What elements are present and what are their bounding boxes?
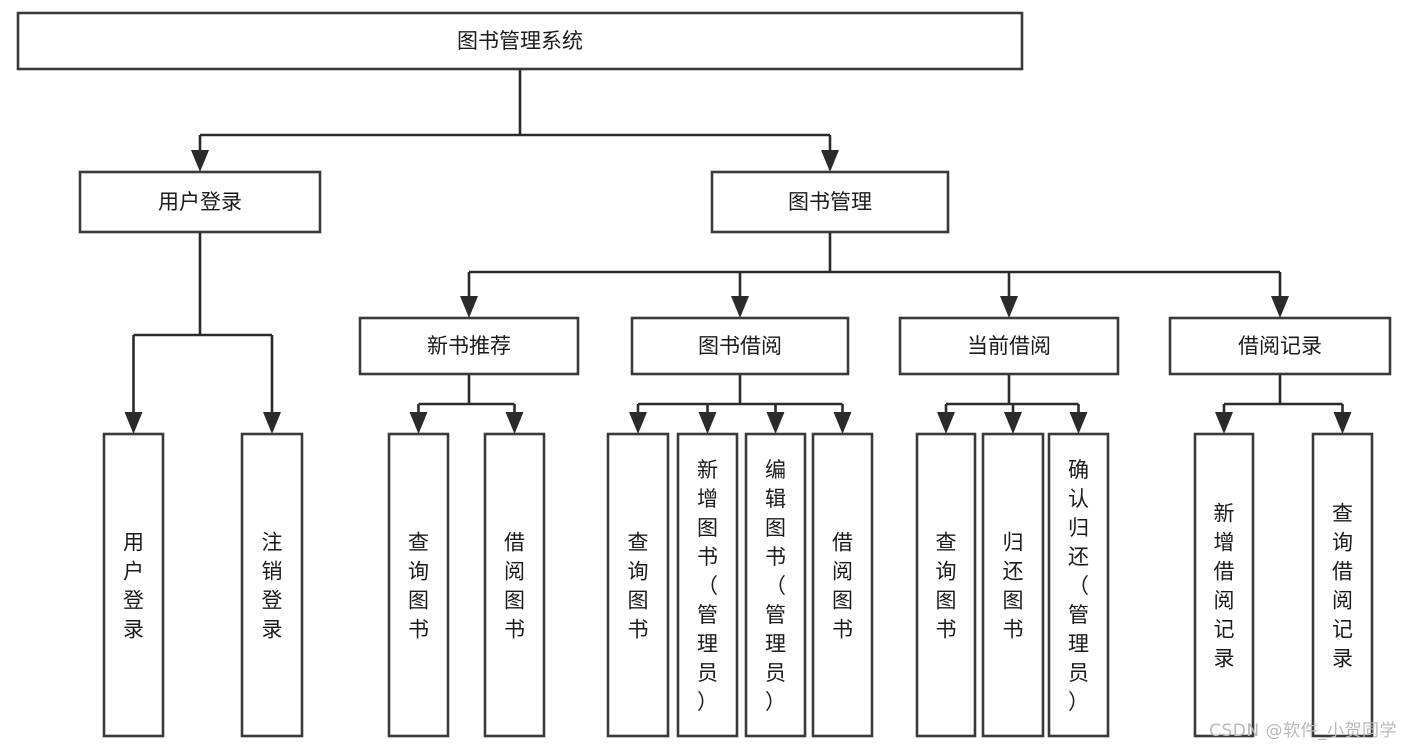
node-box xyxy=(102,432,165,738)
arrow-head-icon xyxy=(629,412,647,434)
node-box xyxy=(915,432,977,738)
node-leaf-borrow-book-2[interactable]: 借阅图书 xyxy=(811,432,874,738)
node-leaf-query-book-1[interactable]: 查询图书 xyxy=(387,432,450,738)
arrow-head-icon xyxy=(1000,296,1018,318)
node-label: 新增借阅记录 xyxy=(1214,502,1235,671)
node-borrow-record[interactable]: 借阅记录 xyxy=(1168,316,1392,376)
node-box xyxy=(1047,432,1110,738)
node-leaf-add-record[interactable]: 新增借阅记录 xyxy=(1193,432,1255,738)
node-leaf-borrow-book-1[interactable]: 借阅图书 xyxy=(483,432,546,738)
node-leaf-edit-book[interactable]: 编辑图书（管理员） xyxy=(744,432,807,738)
edge-group-new-book-rec xyxy=(409,374,524,434)
node-box xyxy=(981,432,1045,738)
node-current-borrow[interactable]: 当前借阅 xyxy=(898,316,1120,376)
node-box xyxy=(78,170,322,234)
arrow-head-icon xyxy=(460,296,478,318)
node-label: 查询图书 xyxy=(628,531,649,642)
node-label: 当前借阅 xyxy=(967,334,1051,358)
arrow-head-icon xyxy=(1004,412,1022,434)
node-book-borrow[interactable]: 图书借阅 xyxy=(630,316,850,376)
node-box xyxy=(387,432,450,738)
arrow-head-icon xyxy=(698,412,717,434)
arrow-head-icon xyxy=(731,296,749,318)
node-label: 图书管理系统 xyxy=(457,29,583,53)
node-user-login[interactable]: 用户登录 xyxy=(78,170,322,234)
node-label: 借阅图书 xyxy=(504,531,525,642)
arrow-head-icon xyxy=(505,412,524,434)
edge-group-root xyxy=(191,69,839,172)
node-box xyxy=(606,432,670,738)
node-box xyxy=(16,11,1024,71)
node-label: 图书借阅 xyxy=(698,334,782,358)
node-leaf-query-book-2[interactable]: 查询图书 xyxy=(606,432,670,738)
node-leaf-confirm-return[interactable]: 确认归还（管理员） xyxy=(1047,432,1110,738)
node-label: 用户登录 xyxy=(123,531,144,642)
node-label: 编辑图书（管理员） xyxy=(765,458,786,714)
nodes-layer: 图书管理系统用户登录图书管理新书推荐图书借阅当前借阅借阅记录用户登录注销登录查询… xyxy=(16,11,1392,738)
node-box xyxy=(240,432,304,738)
node-label: 查询图书 xyxy=(408,531,429,642)
node-label: 借阅记录 xyxy=(1238,334,1322,358)
node-label: 新增图书（管理员） xyxy=(697,458,718,714)
edge-group-book-manage xyxy=(460,232,1289,318)
arrow-head-icon xyxy=(833,412,852,434)
node-box xyxy=(1311,432,1374,738)
connectors-layer xyxy=(124,69,1352,434)
node-leaf-user-login[interactable]: 用户登录 xyxy=(102,432,165,738)
node-label: 注销登录 xyxy=(262,531,283,642)
arrow-head-icon xyxy=(937,412,955,434)
arrow-head-icon xyxy=(409,412,428,434)
node-box xyxy=(811,432,874,738)
node-leaf-query-record[interactable]: 查询借阅记录 xyxy=(1311,432,1374,738)
node-label: 借阅图书 xyxy=(832,531,853,642)
node-box xyxy=(676,432,739,738)
node-label: 新书推荐 xyxy=(427,334,511,358)
node-label: 用户登录 xyxy=(158,190,242,214)
node-box xyxy=(898,316,1120,376)
edge-group-user-login xyxy=(124,232,281,434)
arrow-head-icon xyxy=(1271,296,1289,318)
arrow-head-icon xyxy=(1215,412,1233,434)
arrow-head-icon xyxy=(124,412,143,434)
node-label: 查询图书 xyxy=(936,531,957,642)
node-book-manage[interactable]: 图书管理 xyxy=(710,170,950,234)
arrow-head-icon xyxy=(1069,412,1088,434)
node-root[interactable]: 图书管理系统 xyxy=(16,11,1024,71)
node-label: 查询借阅记录 xyxy=(1332,502,1353,671)
node-box xyxy=(710,170,950,234)
node-label: 图书管理 xyxy=(788,190,872,214)
node-leaf-return-book[interactable]: 归还图书 xyxy=(981,432,1045,738)
node-new-book-rec[interactable]: 新书推荐 xyxy=(358,316,580,376)
node-label: 归还图书 xyxy=(1003,531,1024,642)
node-box xyxy=(1168,316,1392,376)
node-leaf-query-book-3[interactable]: 查询图书 xyxy=(915,432,977,738)
node-box xyxy=(1193,432,1255,738)
edge-group-book-borrow xyxy=(629,374,852,434)
edge-group-current-borrow xyxy=(937,374,1088,434)
node-box xyxy=(630,316,850,376)
node-box xyxy=(358,316,580,376)
arrow-head-icon xyxy=(766,412,785,434)
node-box xyxy=(483,432,546,738)
arrow-head-icon xyxy=(191,150,209,172)
arrow-head-icon xyxy=(1333,412,1352,434)
edge-group-borrow-record xyxy=(1215,374,1352,434)
node-box xyxy=(744,432,807,738)
node-leaf-add-book[interactable]: 新增图书（管理员） xyxy=(676,432,739,738)
node-leaf-logout[interactable]: 注销登录 xyxy=(240,432,304,738)
arrow-head-icon xyxy=(821,150,839,172)
node-label: 确认归还（管理员） xyxy=(1068,458,1089,714)
arrow-head-icon xyxy=(263,412,281,434)
